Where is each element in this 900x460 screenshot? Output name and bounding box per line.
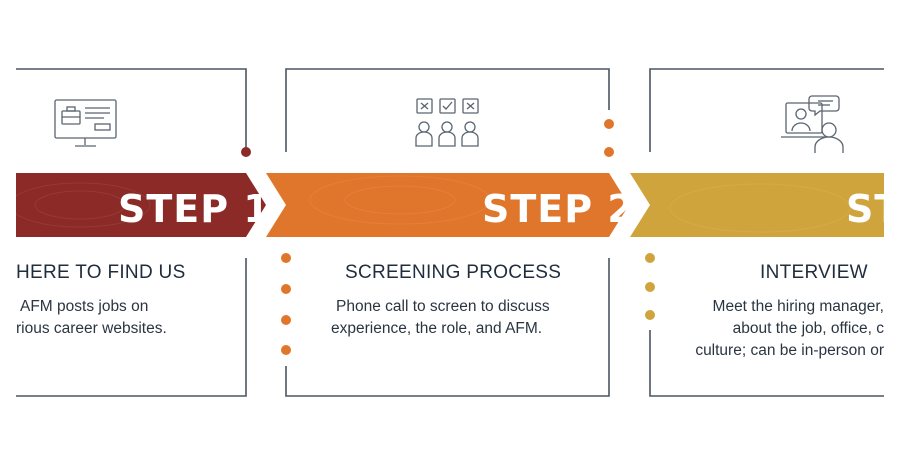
- step3-dot-3: [645, 310, 655, 320]
- step3-dot-2: [645, 282, 655, 292]
- step2-dot-bottom-3: [281, 315, 291, 325]
- step2-label: STEP 2: [482, 187, 635, 231]
- step2-desc-line: experience, the role, and AFM.: [331, 320, 543, 337]
- step3-dot-1: [645, 253, 655, 263]
- step1-description: AFM posts jobs on rious career websites.: [16, 296, 167, 340]
- step1-arrow: [16, 173, 266, 237]
- step2-dot-bottom-1: [281, 253, 291, 263]
- step3-title: INTERVIEW: [760, 262, 868, 283]
- step3-frame-top: [649, 68, 884, 152]
- step1-frame-top: [16, 68, 247, 150]
- step1-dot: [241, 147, 251, 157]
- step1-title: HERE TO FIND US: [16, 262, 186, 283]
- step2-dot-bottom-4: [281, 345, 291, 355]
- step2-dot-bottom-2: [281, 284, 291, 294]
- step1-frame-bottom: [16, 258, 247, 397]
- step3-arrow: [630, 173, 884, 237]
- step3-frame-bottom: [649, 330, 884, 397]
- step2-frame-bottom: [285, 258, 610, 397]
- step3-label: ST: [846, 187, 884, 231]
- step3-desc-line: about the job, office, c: [732, 320, 884, 337]
- step2-arrow: [266, 173, 629, 237]
- step2-desc-line: Phone call to screen to discuss: [336, 298, 550, 315]
- step2-dot-top-2: [604, 147, 614, 157]
- computer-briefcase-icon: [54, 99, 117, 147]
- step2-frame-top: [285, 68, 610, 152]
- step1-desc-line: AFM posts jobs on: [20, 298, 149, 315]
- video-interview-icon: [781, 95, 844, 153]
- step2-title: SCREENING PROCESS: [345, 262, 562, 283]
- candidate-screening-icon: [415, 98, 479, 147]
- step3-description: Meet the hiring manager, about the job, …: [686, 296, 884, 362]
- step3-desc-line: culture; can be in-person or: [695, 342, 884, 359]
- step2-dot-top-1: [604, 119, 614, 129]
- step3-desc-line: Meet the hiring manager,: [712, 298, 884, 315]
- step2-description: Phone call to screen to discuss experien…: [331, 296, 550, 340]
- step1-desc-line: rious career websites.: [16, 320, 167, 337]
- step1-label: STEP 1: [118, 187, 271, 231]
